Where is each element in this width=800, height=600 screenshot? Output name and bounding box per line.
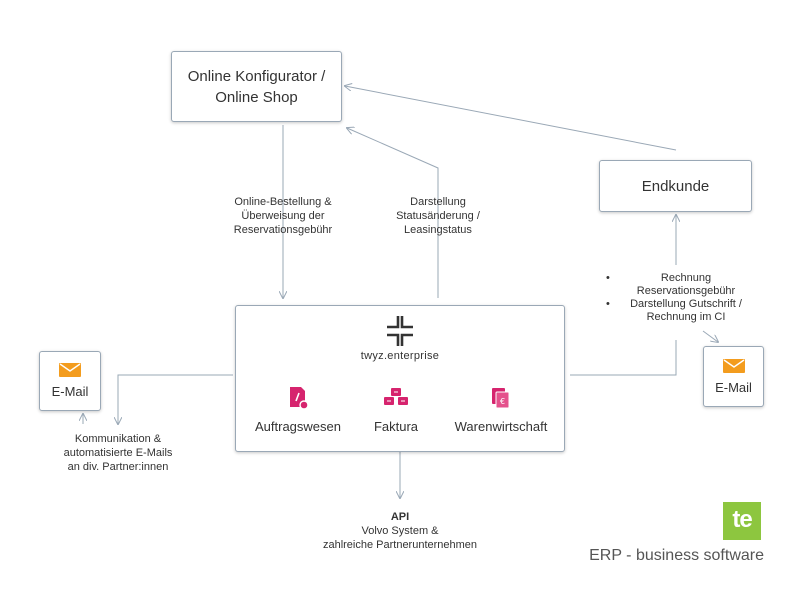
email-right-label: E-Mail bbox=[715, 379, 752, 395]
svg-text:€: € bbox=[500, 397, 505, 406]
mail-icon bbox=[722, 358, 745, 373]
invoice-bullet-1: Rechnung Reservationsgebühr bbox=[606, 272, 756, 298]
comm-line-2: automatisierte E-Mails bbox=[63, 447, 173, 459]
edge-order-line-1: Online-Bestellung & bbox=[234, 196, 332, 208]
module-label-auftragswesen: Auftragswesen bbox=[255, 419, 341, 434]
endkunde-label: Endkunde bbox=[641, 177, 710, 195]
online-shop-node: Online Konfigurator / Online Shop bbox=[171, 51, 342, 122]
brand-label: twyz.enterprise bbox=[360, 350, 440, 362]
invoice-bullet-2: Darstellung Gutschrift / Rechnung im CI bbox=[606, 298, 756, 324]
te-logo-text: te bbox=[732, 506, 752, 533]
endkunde-node: Endkunde bbox=[599, 160, 752, 212]
module-warenwirtschaft: € Warenwirtschaft bbox=[443, 386, 559, 434]
document-icon bbox=[290, 387, 309, 410]
te-logo: te bbox=[723, 502, 761, 540]
arrow-email-right bbox=[702, 330, 718, 342]
online-shop-label-1: Online Konfigurator / bbox=[187, 67, 326, 85]
edge-status-line-3: Leasingstatus bbox=[404, 224, 472, 236]
twyz-enterprise-node: twyz.enterprise Auftragswesen Faktura € … bbox=[235, 305, 565, 452]
edge-order-line-2: Überweisung der bbox=[241, 210, 325, 222]
module-faktura: Faktura bbox=[353, 386, 439, 434]
arrow-status bbox=[347, 128, 439, 298]
api-line-2: zahlreiche Partnerunternehmen bbox=[322, 539, 478, 551]
edge-status-line-1: Darstellung bbox=[410, 196, 466, 208]
email-left-label: E-Mail bbox=[51, 384, 89, 399]
online-shop-label-2: Online Shop bbox=[215, 88, 298, 106]
edge-order-line-3: Reservationsgebühr bbox=[233, 224, 333, 236]
api-title: API bbox=[390, 511, 410, 523]
api-line-1: Volvo System & bbox=[361, 525, 439, 537]
email-right-node: E-Mail bbox=[703, 346, 764, 407]
arrow-endkunde-shop bbox=[345, 86, 677, 151]
email-left-node: E-Mail bbox=[39, 351, 101, 411]
footer-tagline: ERP - business software bbox=[589, 547, 764, 564]
arrow-comm bbox=[118, 374, 233, 424]
module-auftragswesen: Auftragswesen bbox=[248, 386, 348, 434]
module-label-faktura: Faktura bbox=[373, 419, 419, 434]
edge-label-communication: Kommunikation & automatisierte E-Mails a… bbox=[48, 432, 188, 474]
twyz-logo-icon bbox=[387, 316, 413, 346]
mail-icon bbox=[59, 363, 81, 377]
edge-label-status: Darstellung Statusänderung / Leasingstat… bbox=[380, 195, 496, 237]
stacked-documents-icon: € bbox=[492, 388, 510, 409]
comm-line-1: Kommunikation & bbox=[74, 433, 162, 445]
edge-status-line-2: Statusänderung / bbox=[396, 210, 480, 222]
edge-label-invoice: Rechnung Reservationsgebühr Darstellung … bbox=[606, 272, 756, 324]
comm-line-3: an div. Partner:innen bbox=[67, 461, 169, 473]
module-label-warenwirtschaft: Warenwirtschaft bbox=[454, 419, 548, 434]
api-label: API Volvo System & zahlreiche Partnerunt… bbox=[300, 510, 500, 552]
boxes-icon bbox=[384, 388, 408, 405]
arrow-invoice bbox=[570, 340, 677, 376]
edge-label-order: Online-Bestellung & Überweisung der Rese… bbox=[218, 195, 348, 237]
